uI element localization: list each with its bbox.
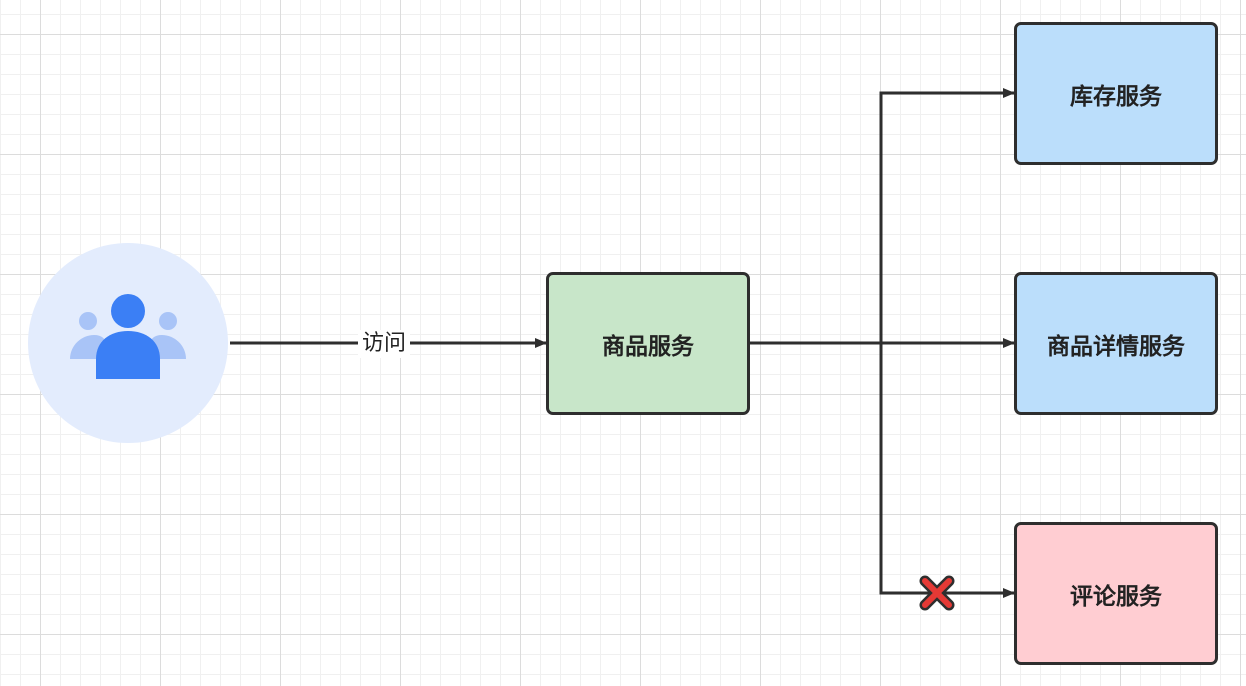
- node-product-detail-service[interactable]: 商品详情服务: [1014, 272, 1218, 415]
- user-primary-head: [111, 294, 145, 328]
- node-review-service-label: 评论服务: [1070, 583, 1162, 610]
- node-inventory-service[interactable]: 库存服务: [1014, 22, 1218, 165]
- edge-product-to-review: [879, 343, 1015, 598]
- edge-label-visit: 访问: [358, 330, 411, 358]
- node-product-detail-service-label: 商品详情服务: [1047, 333, 1185, 360]
- edge-product-to-inventory: [879, 88, 1015, 343]
- node-product-service-label: 商品服务: [602, 333, 694, 360]
- user-group-node: [28, 243, 228, 443]
- node-review-service[interactable]: 评论服务: [1014, 522, 1218, 665]
- user-secondary-right-head: [159, 312, 177, 330]
- red-cross-icon: [919, 575, 955, 611]
- user-group-icon: [70, 294, 186, 379]
- user-secondary-left-head: [79, 312, 97, 330]
- user-primary-body: [96, 331, 160, 379]
- node-product-service[interactable]: 商品服务: [546, 272, 750, 415]
- red-cross-fill-b: [922, 578, 952, 608]
- node-inventory-service-label: 库存服务: [1070, 83, 1162, 110]
